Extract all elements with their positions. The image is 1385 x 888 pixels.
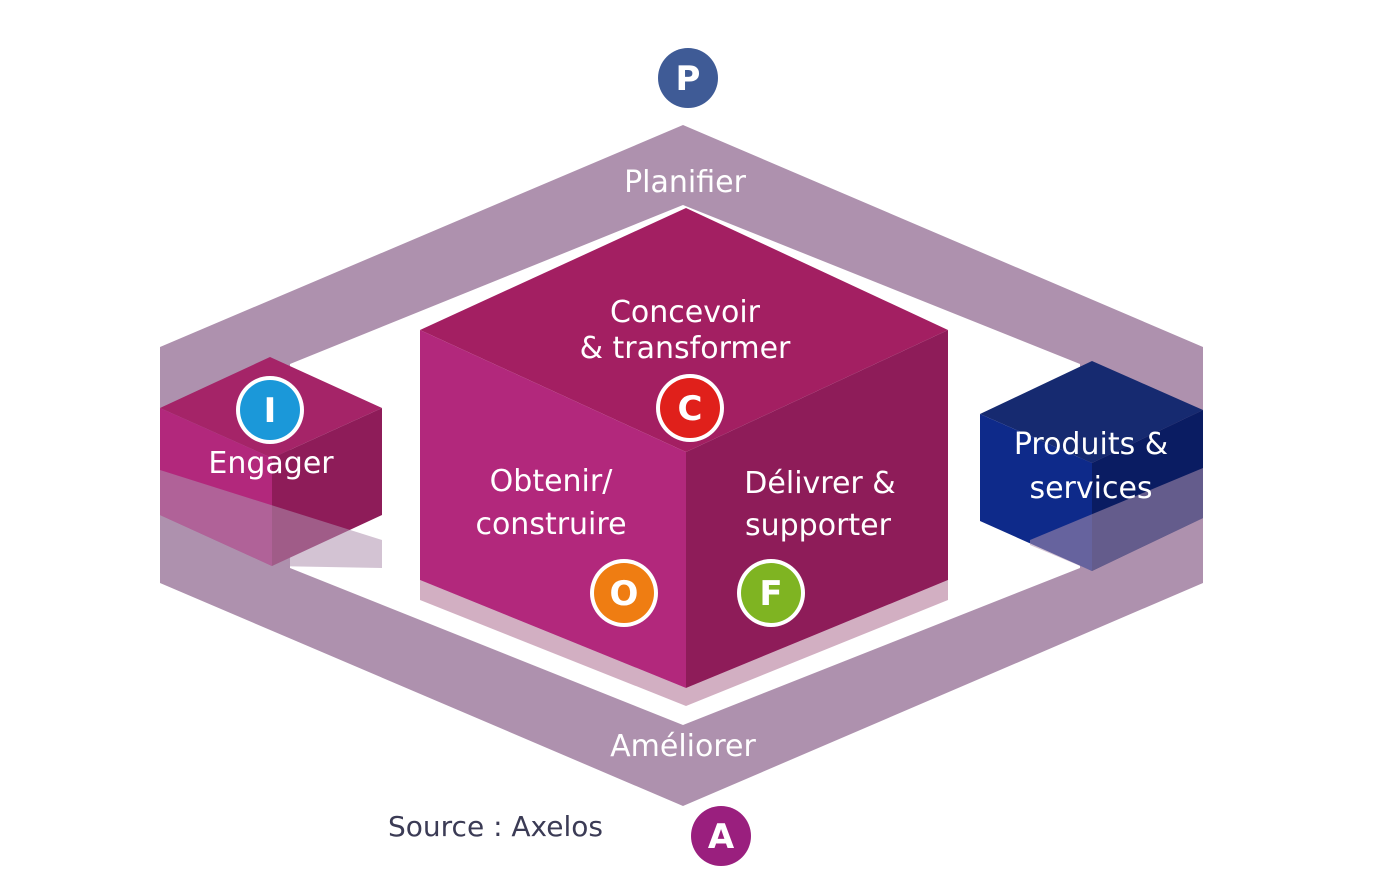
badge-p: P [658,48,718,108]
badge-o: O [590,559,658,627]
engager-label: Engager [208,446,334,481]
badge-i: I [236,376,304,444]
delivrer-label-line1: Délivrer & [744,466,895,501]
concevoir-label-line1: Concevoir [610,295,761,330]
badge-o-fill [594,563,654,623]
produits-services-cube [980,361,1203,571]
badge-c-fill [660,378,720,438]
center-cube-top-face [420,208,948,452]
badge-p-circle [658,48,718,108]
badge-a: A [691,806,751,866]
badge-p-letter: P [676,59,701,99]
badge-i-letter: I [264,391,277,431]
produits-ring-overlay [1030,468,1203,571]
badge-c: C [656,374,724,442]
engager-ring-overlay [160,470,382,568]
badge-f-fill [741,563,801,623]
badge-a-circle [691,806,751,866]
badge-i-fill [240,380,300,440]
produits-cube-top [980,361,1203,463]
produits-label-line1: Produits & [1014,427,1168,462]
concevoir-label-line2: & transformer [580,331,791,366]
badge-o-letter: O [610,574,639,614]
produits-label-line2: services [1029,471,1152,506]
obtenir-label-line1: Obtenir/ [490,464,614,499]
source-caption: Source : Axelos [388,810,603,843]
planifier-label: Planifier [624,165,747,200]
badge-f: F [737,559,805,627]
delivrer-label-line2: supporter [745,508,892,543]
ameliorer-label: Améliorer [610,729,756,764]
badge-f-letter: F [759,574,782,614]
engager-cube [160,357,382,568]
badge-c-letter: C [678,389,703,429]
planifier-ameliorer-ring [160,125,1203,806]
badge-a-letter: A [708,817,735,857]
obtenir-label-line2: construire [475,507,626,542]
center-cube [420,208,948,706]
